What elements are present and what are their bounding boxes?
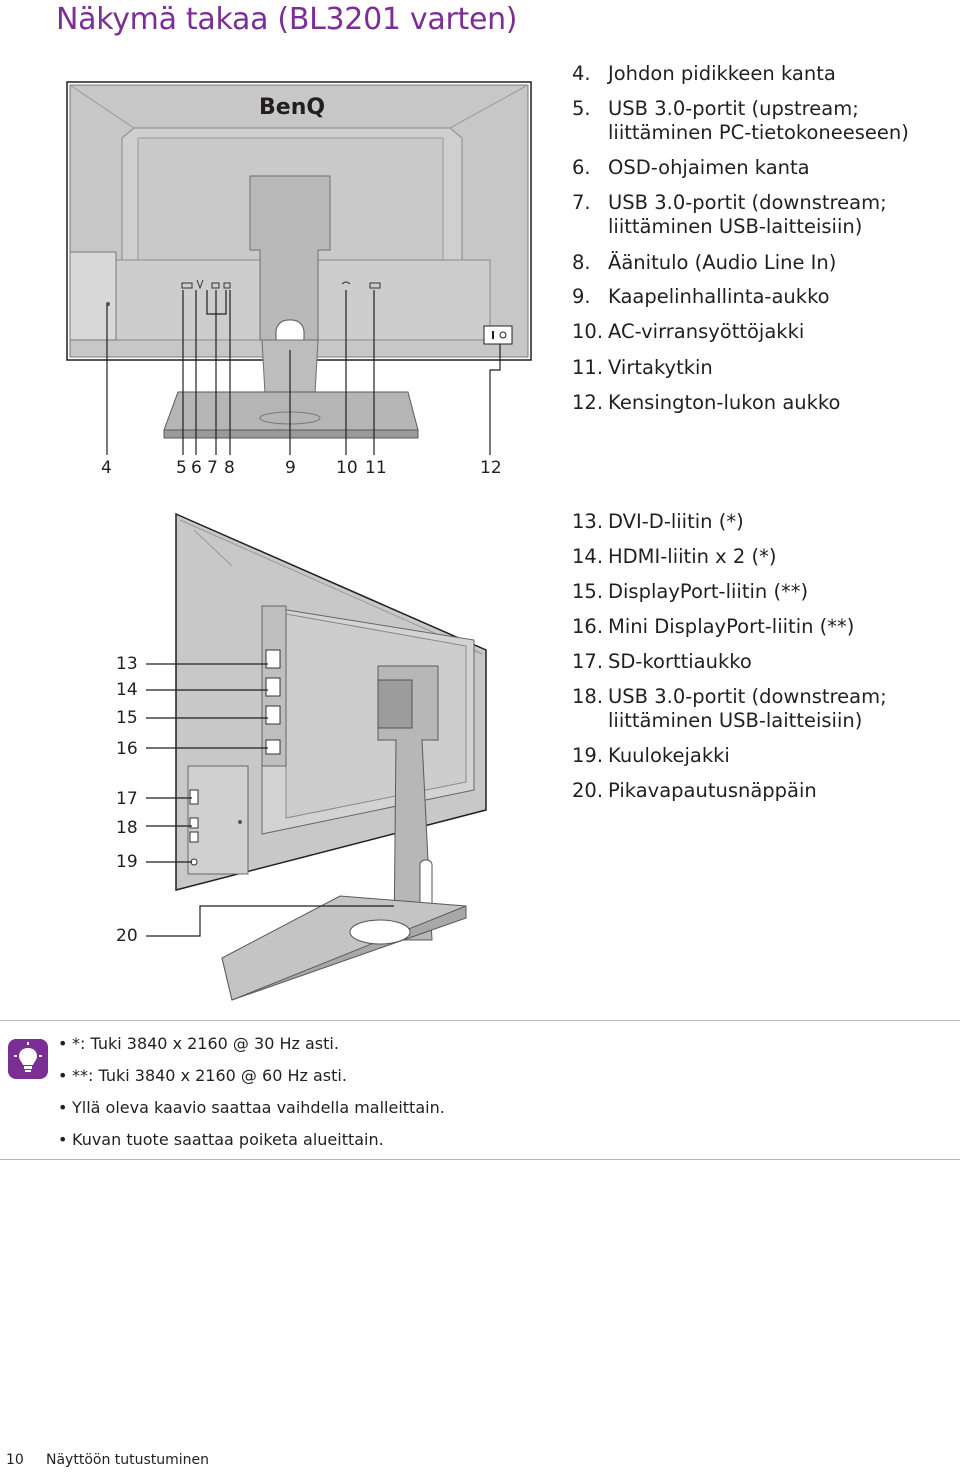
legend-num: 10. (572, 320, 604, 343)
legend-item: 8. Äänitulo (Audio Line In) (572, 251, 836, 275)
legend-num: 12. (572, 391, 604, 414)
notes-list: •*: Tuki 3840 x 2160 @ 30 Hz asti. •**: … (58, 1033, 445, 1161)
legend-num: 9. (572, 285, 591, 308)
legend-item: 11.Virtakytkin (572, 356, 713, 380)
legend-item: 18.USB 3.0-portit (downstream; (572, 685, 887, 709)
legend-num: 18. (572, 685, 604, 708)
lightbulb-icon (8, 1039, 48, 1079)
legend-item: 6. OSD-ohjaimen kanta (572, 156, 810, 180)
monitor-side-view (146, 512, 487, 1001)
notes-box: •*: Tuki 3840 x 2160 @ 30 Hz asti. •**: … (0, 1020, 960, 1160)
callout-17: 17 (116, 789, 138, 809)
legend-num: 5. (572, 97, 591, 120)
legend-text: OSD-ohjaimen kanta (608, 156, 810, 179)
legend-text: USB 3.0-portit (upstream; (608, 97, 859, 120)
note-text: Kuvan tuote saattaa poiketa alueittain. (72, 1130, 384, 1149)
monitor-back-view: BenQ (66, 81, 532, 455)
legend-item: 7. USB 3.0-portit (downstream; (572, 191, 887, 215)
legend-text: Kensington-lukon aukko (608, 391, 841, 414)
legend-item: 5. USB 3.0-portit (upstream; (572, 97, 859, 121)
legend-item-cont: liittäminen USB-laitteisiin) (608, 709, 862, 733)
callout-18: 18 (116, 818, 138, 838)
callout-13: 13 (116, 654, 138, 674)
note-item: •**: Tuki 3840 x 2160 @ 60 Hz asti. (58, 1065, 445, 1097)
legend-text: liittäminen USB-laitteisiin) (608, 215, 863, 238)
legend-num: 20. (572, 779, 604, 802)
legend-text: USB 3.0-portit (downstream; (608, 191, 887, 214)
page-title: Näkymä takaa (BL3201 varten) (56, 2, 518, 37)
note-text: Yllä oleva kaavio saattaa vaihdella mall… (72, 1098, 445, 1117)
callout-11: 11 (365, 458, 387, 478)
monitor-illustrations: BenQ (66, 81, 532, 1001)
legend-num: 6. (572, 156, 591, 179)
legend-item: 9. Kaapelinhallinta-aukko (572, 285, 830, 309)
footer-page-number: 10 (6, 1452, 24, 1468)
callout-5: 5 (176, 458, 187, 478)
note-item: •*: Tuki 3840 x 2160 @ 30 Hz asti. (58, 1033, 445, 1065)
legend-num: 4. (572, 62, 591, 85)
legend-item: 10.AC-virransyöttöjakki (572, 320, 804, 344)
legend-item-cont: liittäminen USB-laitteisiin) (608, 215, 862, 239)
legend-text: Mini DisplayPort-liitin (**) (608, 615, 855, 638)
legend-text: SD-korttiaukko (608, 650, 752, 673)
legend-item-cont: liittäminen PC-tietokoneeseen) (608, 121, 909, 145)
callout-9: 9 (285, 458, 296, 478)
note-text: *: Tuki 3840 x 2160 @ 30 Hz asti. (72, 1034, 339, 1053)
legend-text: DisplayPort-liitin (**) (608, 580, 809, 603)
callout-20: 20 (116, 926, 138, 946)
note-item: •Kuvan tuote saattaa poiketa alueittain. (58, 1129, 445, 1161)
legend-num: 17. (572, 650, 604, 673)
footer-section: Näyttöön tutustuminen (46, 1452, 210, 1468)
legend-num: 14. (572, 545, 604, 568)
legend-text: DVI-D-liitin (*) (608, 510, 744, 533)
bullet: • (58, 1034, 68, 1053)
legend-text: Pikavapautusnäppäin (608, 779, 817, 802)
callout-6: 6 (191, 458, 202, 478)
legend-num: 13. (572, 510, 604, 533)
callout-16: 16 (116, 739, 138, 759)
legend-num: 15. (572, 580, 604, 603)
legend-num: 19. (572, 744, 604, 767)
legend-item: 16.Mini DisplayPort-liitin (**) (572, 615, 854, 639)
legend-text: liittäminen PC-tietokoneeseen) (608, 121, 909, 144)
callout-7: 7 (207, 458, 218, 478)
legend-num: 8. (572, 251, 591, 274)
bullet: • (58, 1130, 68, 1149)
bullet: • (58, 1066, 68, 1085)
note-text: **: Tuki 3840 x 2160 @ 60 Hz asti. (72, 1066, 347, 1085)
callout-14: 14 (116, 680, 138, 700)
note-item: •Yllä oleva kaavio saattaa vaihdella mal… (58, 1097, 445, 1129)
legend-item: 19.Kuulokejakki (572, 744, 730, 768)
legend-text: Kuulokejakki (608, 744, 730, 767)
legend-item: 13.DVI-D-liitin (*) (572, 510, 744, 534)
benq-logo: BenQ (259, 95, 325, 120)
bullet: • (58, 1098, 68, 1117)
legend-item: 15.DisplayPort-liitin (**) (572, 580, 808, 604)
legend-text: AC-virransyöttöjakki (608, 320, 805, 343)
legend-num: 7. (572, 191, 591, 214)
callout-4: 4 (101, 458, 112, 478)
legend-item: 20.Pikavapautusnäppäin (572, 779, 817, 803)
legend-text: HDMI-liitin x 2 (*) (608, 545, 777, 568)
callout-19: 19 (116, 852, 138, 872)
legend-item: 12.Kensington-lukon aukko (572, 391, 840, 415)
legend-text: Kaapelinhallinta-aukko (608, 285, 830, 308)
legend-text: Äänitulo (Audio Line In) (608, 251, 837, 274)
legend-item: 4. Johdon pidikkeen kanta (572, 62, 836, 86)
legend-text: Johdon pidikkeen kanta (608, 62, 836, 85)
legend-text: Virtakytkin (608, 356, 713, 379)
callout-12: 12 (480, 458, 502, 478)
legend-item: 14.HDMI-liitin x 2 (*) (572, 545, 776, 569)
legend-item: 17.SD-korttiaukko (572, 650, 752, 674)
legend-text: USB 3.0-portit (downstream; (608, 685, 887, 708)
callout-8: 8 (224, 458, 235, 478)
legend-text: liittäminen USB-laitteisiin) (608, 709, 863, 732)
callout-10: 10 (336, 458, 358, 478)
callout-15: 15 (116, 708, 138, 728)
legend-num: 16. (572, 615, 604, 638)
legend-num: 11. (572, 356, 604, 379)
